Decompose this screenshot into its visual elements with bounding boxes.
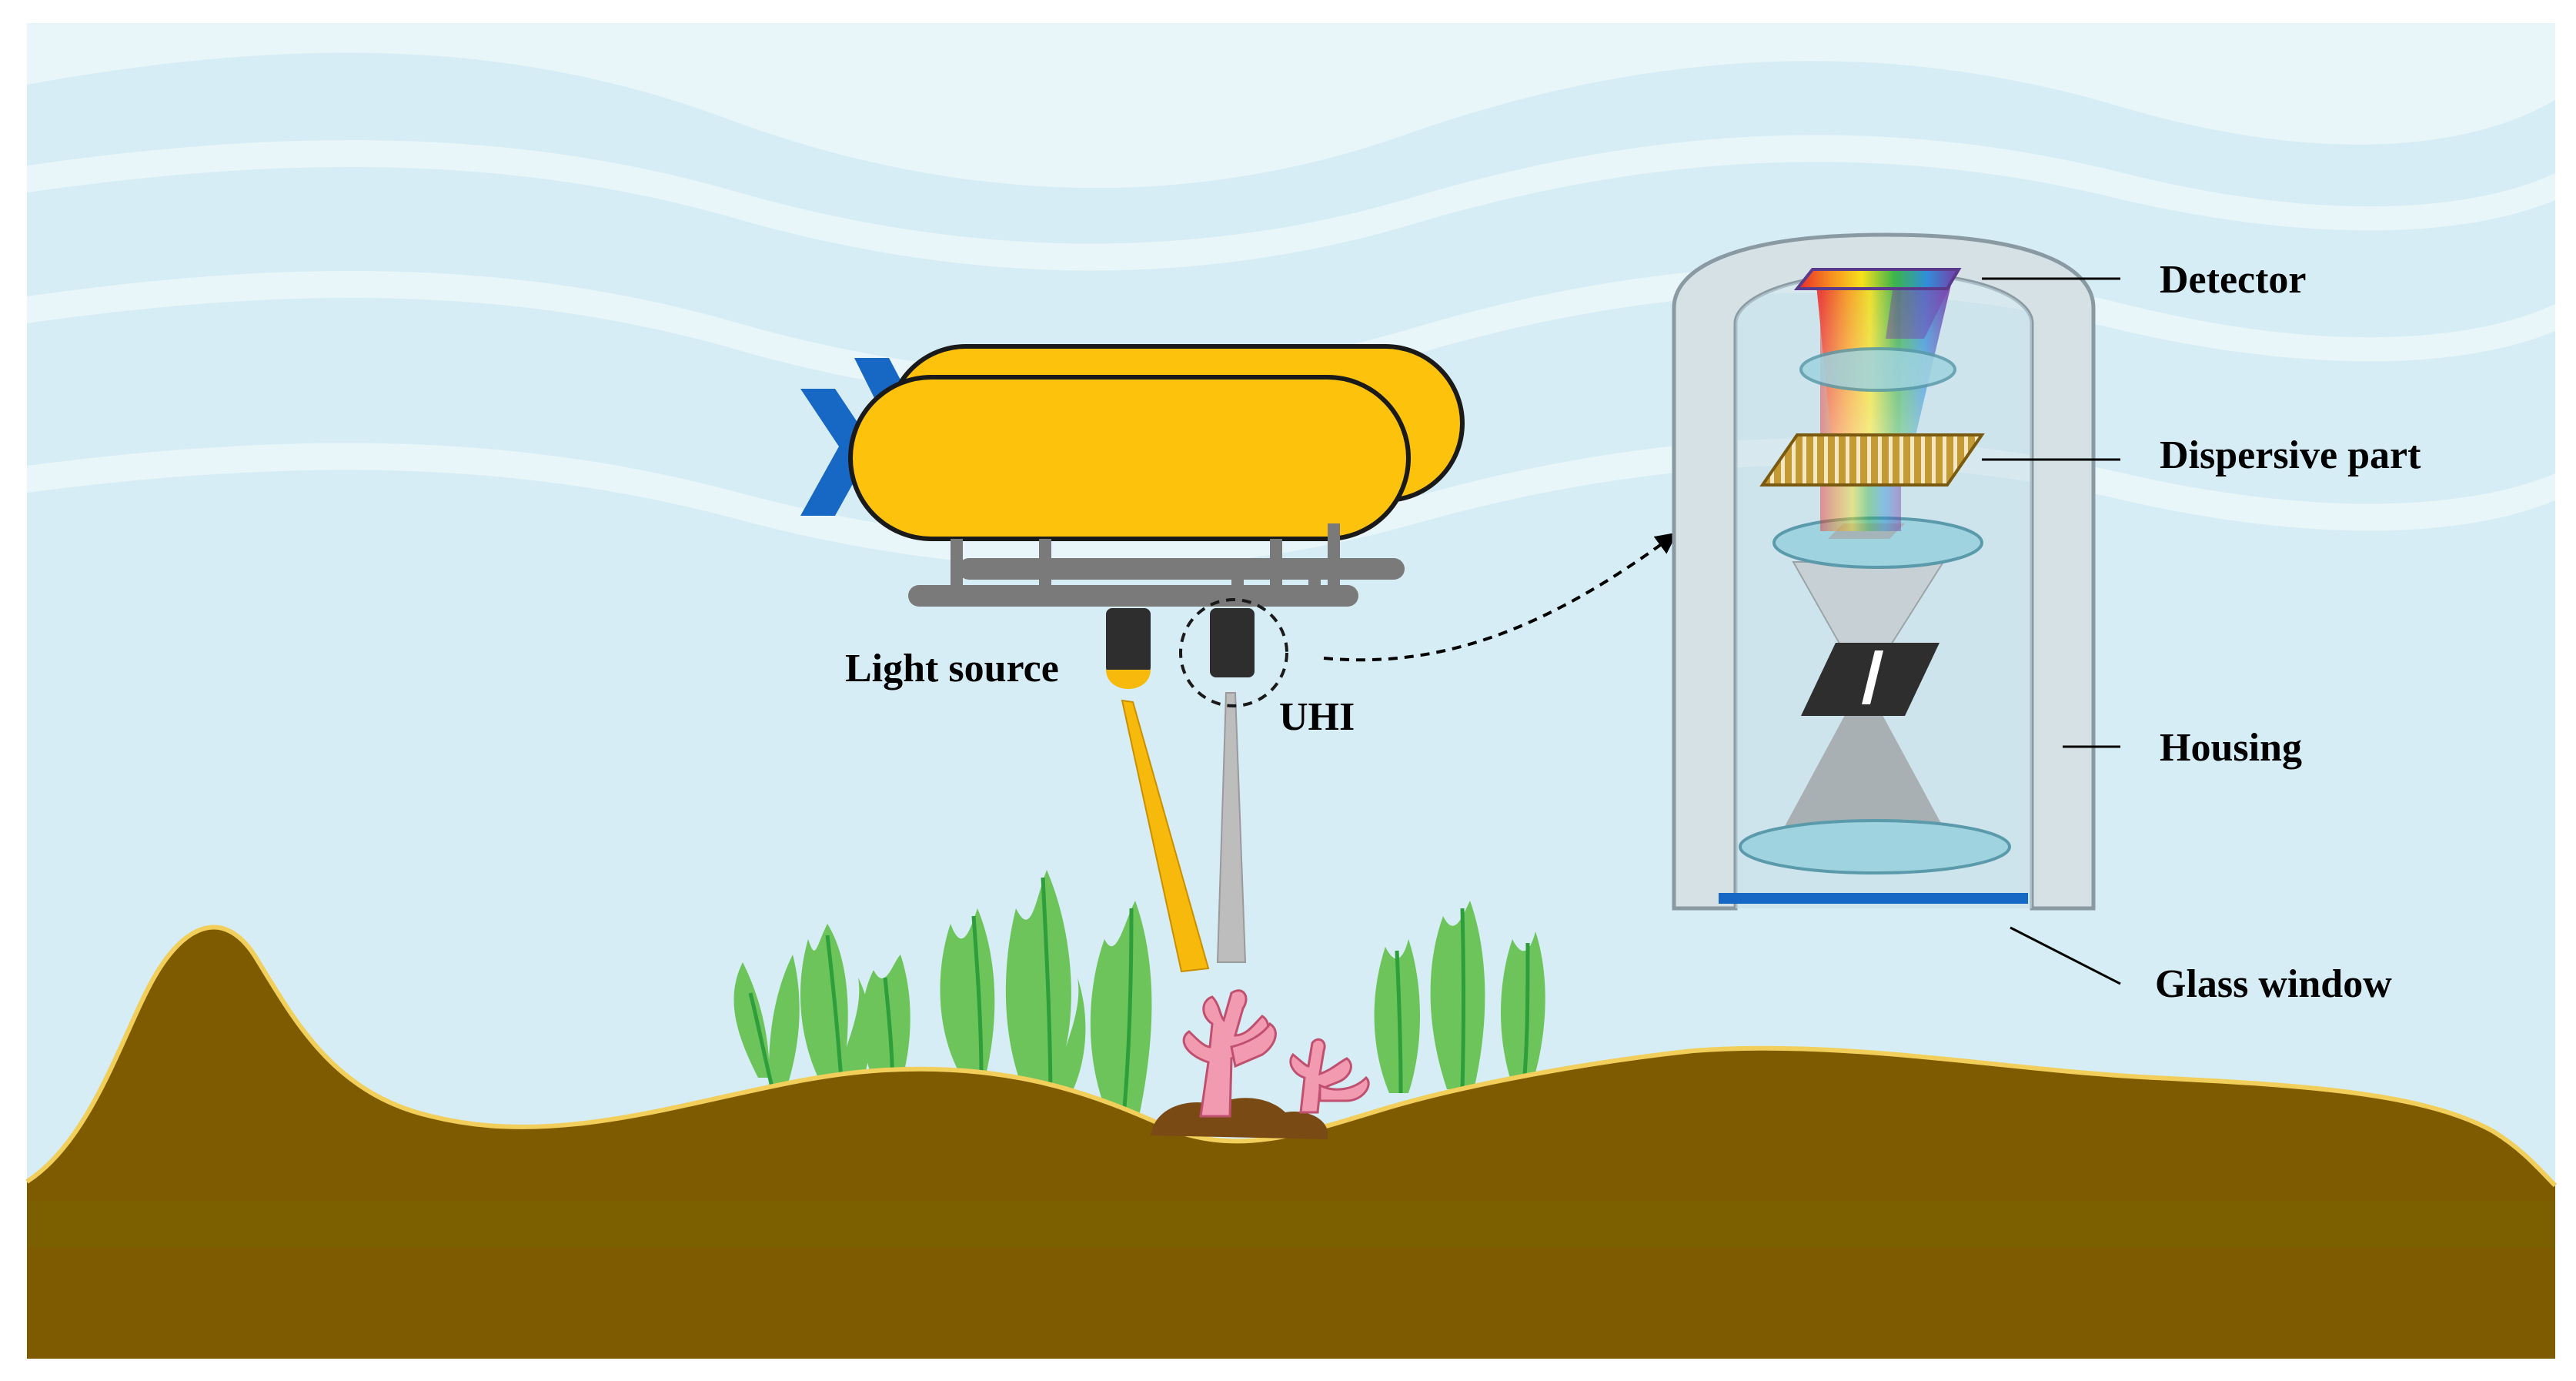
seaweed <box>1005 870 1086 1109</box>
seaweed <box>1374 939 1420 1094</box>
light-source-label: Light source <box>845 647 1059 690</box>
objective-lens <box>1739 819 2011 874</box>
housing-label: Housing <box>2160 726 2302 770</box>
uhi-camera <box>1210 608 1255 677</box>
dispersive-part-label: Dispersive part <box>2160 433 2421 477</box>
uhi-label: UHI <box>1279 695 1355 739</box>
coral <box>1289 1038 1370 1114</box>
detector-array <box>1793 268 1962 290</box>
vehicle-frame-bar <box>908 585 1358 607</box>
seaweed <box>1090 901 1152 1117</box>
seaweed <box>1430 901 1485 1090</box>
glass-window <box>1719 893 2028 904</box>
entrance-slit <box>1801 643 1940 716</box>
detector-label: Detector <box>2160 258 2307 302</box>
thruster-arrow-icon <box>800 389 874 516</box>
seaweed <box>940 908 995 1078</box>
dispersive-grating <box>1759 433 1985 487</box>
underwater-vehicle <box>800 344 1465 707</box>
rock <box>1151 1098 1328 1139</box>
seaweed <box>733 955 800 1094</box>
glass-window-leader-line <box>2010 926 2121 985</box>
light-beam <box>1121 699 1210 973</box>
light-source-lamp <box>1106 608 1151 689</box>
seaweed-group <box>733 870 1545 1117</box>
focusing-lens <box>1799 347 1956 392</box>
zoom-pointer-arrow <box>1323 532 1678 662</box>
uhi-highlight-circle <box>1179 598 1288 707</box>
uhi-instrument <box>1672 232 2096 911</box>
uhi-beam <box>1216 692 1247 963</box>
vehicle-frame-bar <box>958 558 1405 580</box>
glass-window-label: Glass window <box>2155 962 2392 1006</box>
seaweed <box>1501 931 1545 1086</box>
entrance-cone <box>1784 697 1943 828</box>
coral-group <box>1151 989 1370 1139</box>
vehicle-hull-front <box>848 375 1411 541</box>
coral <box>1182 989 1277 1118</box>
